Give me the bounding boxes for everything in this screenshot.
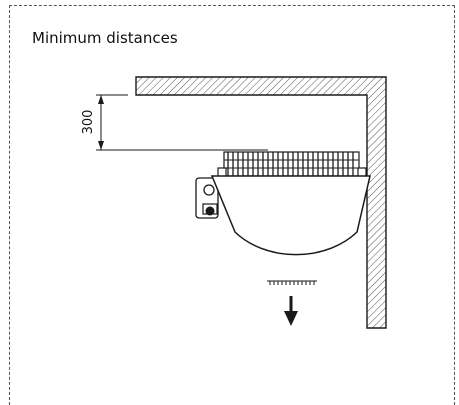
- diagram-frame: [9, 5, 455, 405]
- heater-unit: [195, 151, 371, 285]
- dimension-300: 300: [81, 94, 268, 151]
- ceiling-and-wall: [135, 76, 387, 329]
- dimension-label: 300: [81, 110, 96, 135]
- down-arrow-icon: [284, 296, 298, 326]
- diagram-title: Minimum distances: [32, 29, 178, 47]
